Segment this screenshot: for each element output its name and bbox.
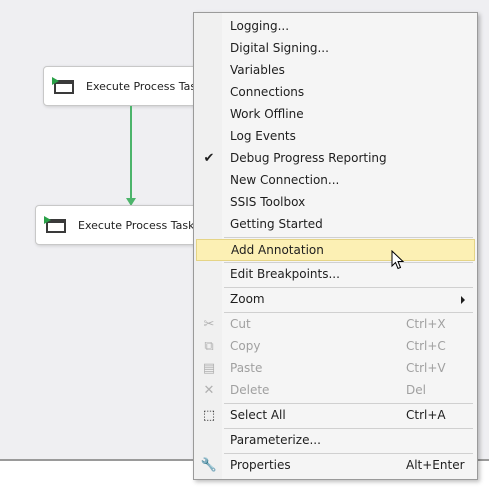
menu-item-cut[interactable]: ✂ Cut Ctrl+X	[196, 314, 475, 336]
menu-item-work-offline[interactable]: Work Offline	[230, 107, 304, 121]
task-label: Execute Process Task 1	[78, 218, 203, 232]
menu-separator	[224, 453, 473, 454]
menu-item-getting-started[interactable]: Getting Started	[230, 217, 323, 231]
menu-item-logging[interactable]: Logging...	[230, 19, 290, 33]
mouse-pointer-icon	[391, 250, 405, 270]
check-icon: ✔	[203, 151, 215, 166]
task-execute-process[interactable]: Execute Process Task	[43, 66, 203, 106]
task-execute-process-1[interactable]: Execute Process Task 1	[35, 205, 203, 245]
wrench-icon: 🔧	[200, 458, 218, 473]
menu-item-copy[interactable]: ⧉ Copy Ctrl+C	[196, 336, 475, 358]
menu-item-log-events[interactable]: Log Events	[230, 129, 296, 143]
menu-item-select-all[interactable]: ⬚ Select All Ctrl+A	[196, 405, 475, 427]
menu-item-variables[interactable]: Variables	[230, 63, 285, 77]
menu-item-new-connection[interactable]: New Connection...	[230, 173, 340, 187]
menu-item-connections[interactable]: Connections	[230, 85, 305, 99]
precedence-constraint-arrow	[126, 198, 136, 206]
select-all-icon: ⬚	[202, 408, 216, 423]
menu-item-properties[interactable]: 🔧 Properties Alt+Enter	[200, 458, 465, 473]
menu-separator	[224, 287, 473, 288]
menu-separator	[224, 312, 473, 313]
menu-separator	[224, 428, 473, 429]
menu-item-paste[interactable]: ▤ Paste Ctrl+V	[196, 358, 475, 380]
precedence-constraint-line[interactable]	[130, 106, 132, 200]
menu-item-debug-progress-reporting[interactable]: ✔ Debug Progress Reporting	[196, 148, 475, 170]
menu-separator	[224, 237, 473, 238]
menu-item-edit-breakpoints[interactable]: Edit Breakpoints...	[230, 267, 340, 281]
menu-item-digital-signing[interactable]: Digital Signing...	[230, 41, 329, 55]
menu-item-ssis-toolbox[interactable]: SSIS Toolbox	[230, 195, 306, 209]
context-menu: Logging... Digital Signing... Variables …	[193, 12, 478, 480]
execute-process-task-icon	[44, 216, 68, 234]
menu-separator	[224, 403, 473, 404]
task-label: Execute Process Task	[86, 79, 203, 93]
paste-icon: ▤	[202, 361, 216, 376]
menu-item-zoom[interactable]: Zoom	[196, 289, 475, 311]
menu-separator	[224, 262, 473, 263]
submenu-arrow-icon	[461, 296, 465, 304]
copy-icon: ⧉	[204, 339, 214, 354]
menu-item-add-annotation[interactable]: Add Annotation	[196, 239, 475, 261]
delete-icon: ✕	[203, 383, 215, 398]
execute-process-task-icon	[52, 77, 76, 95]
menu-item-delete[interactable]: ✕ Delete Del	[196, 380, 475, 402]
scissors-icon: ✂	[203, 317, 215, 332]
menu-item-parameterize[interactable]: Parameterize...	[230, 433, 321, 447]
